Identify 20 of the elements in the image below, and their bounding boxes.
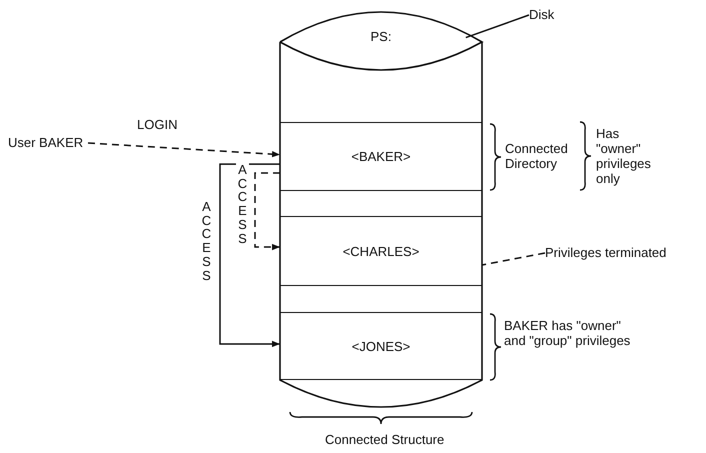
directory-band bbox=[280, 312, 482, 380]
callout-text: Disk bbox=[529, 7, 554, 22]
edge-label: ACCESS bbox=[200, 200, 213, 282]
privilege-note: Has "owner" privileges only bbox=[596, 126, 652, 186]
leader-line bbox=[482, 252, 546, 266]
directory-label: <JONES> bbox=[352, 338, 410, 354]
arrow bbox=[219, 163, 280, 348]
arrow bbox=[88, 142, 280, 158]
edge-label: LOGIN bbox=[137, 117, 178, 132]
callout-text: Privileges terminated bbox=[545, 245, 666, 260]
structure-caption: Connected Structure bbox=[325, 432, 446, 447]
privilege-note: BAKER has "owner" and "group" privileges bbox=[504, 318, 632, 348]
directory-label: <CHARLES> bbox=[342, 244, 420, 258]
callout-text: User BAKER bbox=[8, 135, 84, 150]
directory-label: <BAKER> bbox=[351, 149, 411, 164]
directory-caption: Connected Directory bbox=[505, 141, 569, 171]
arrow bbox=[254, 172, 280, 250]
disk-label: PS: bbox=[370, 29, 392, 44]
leader-line bbox=[466, 14, 530, 38]
edge-label: ACCESS bbox=[236, 163, 249, 246]
